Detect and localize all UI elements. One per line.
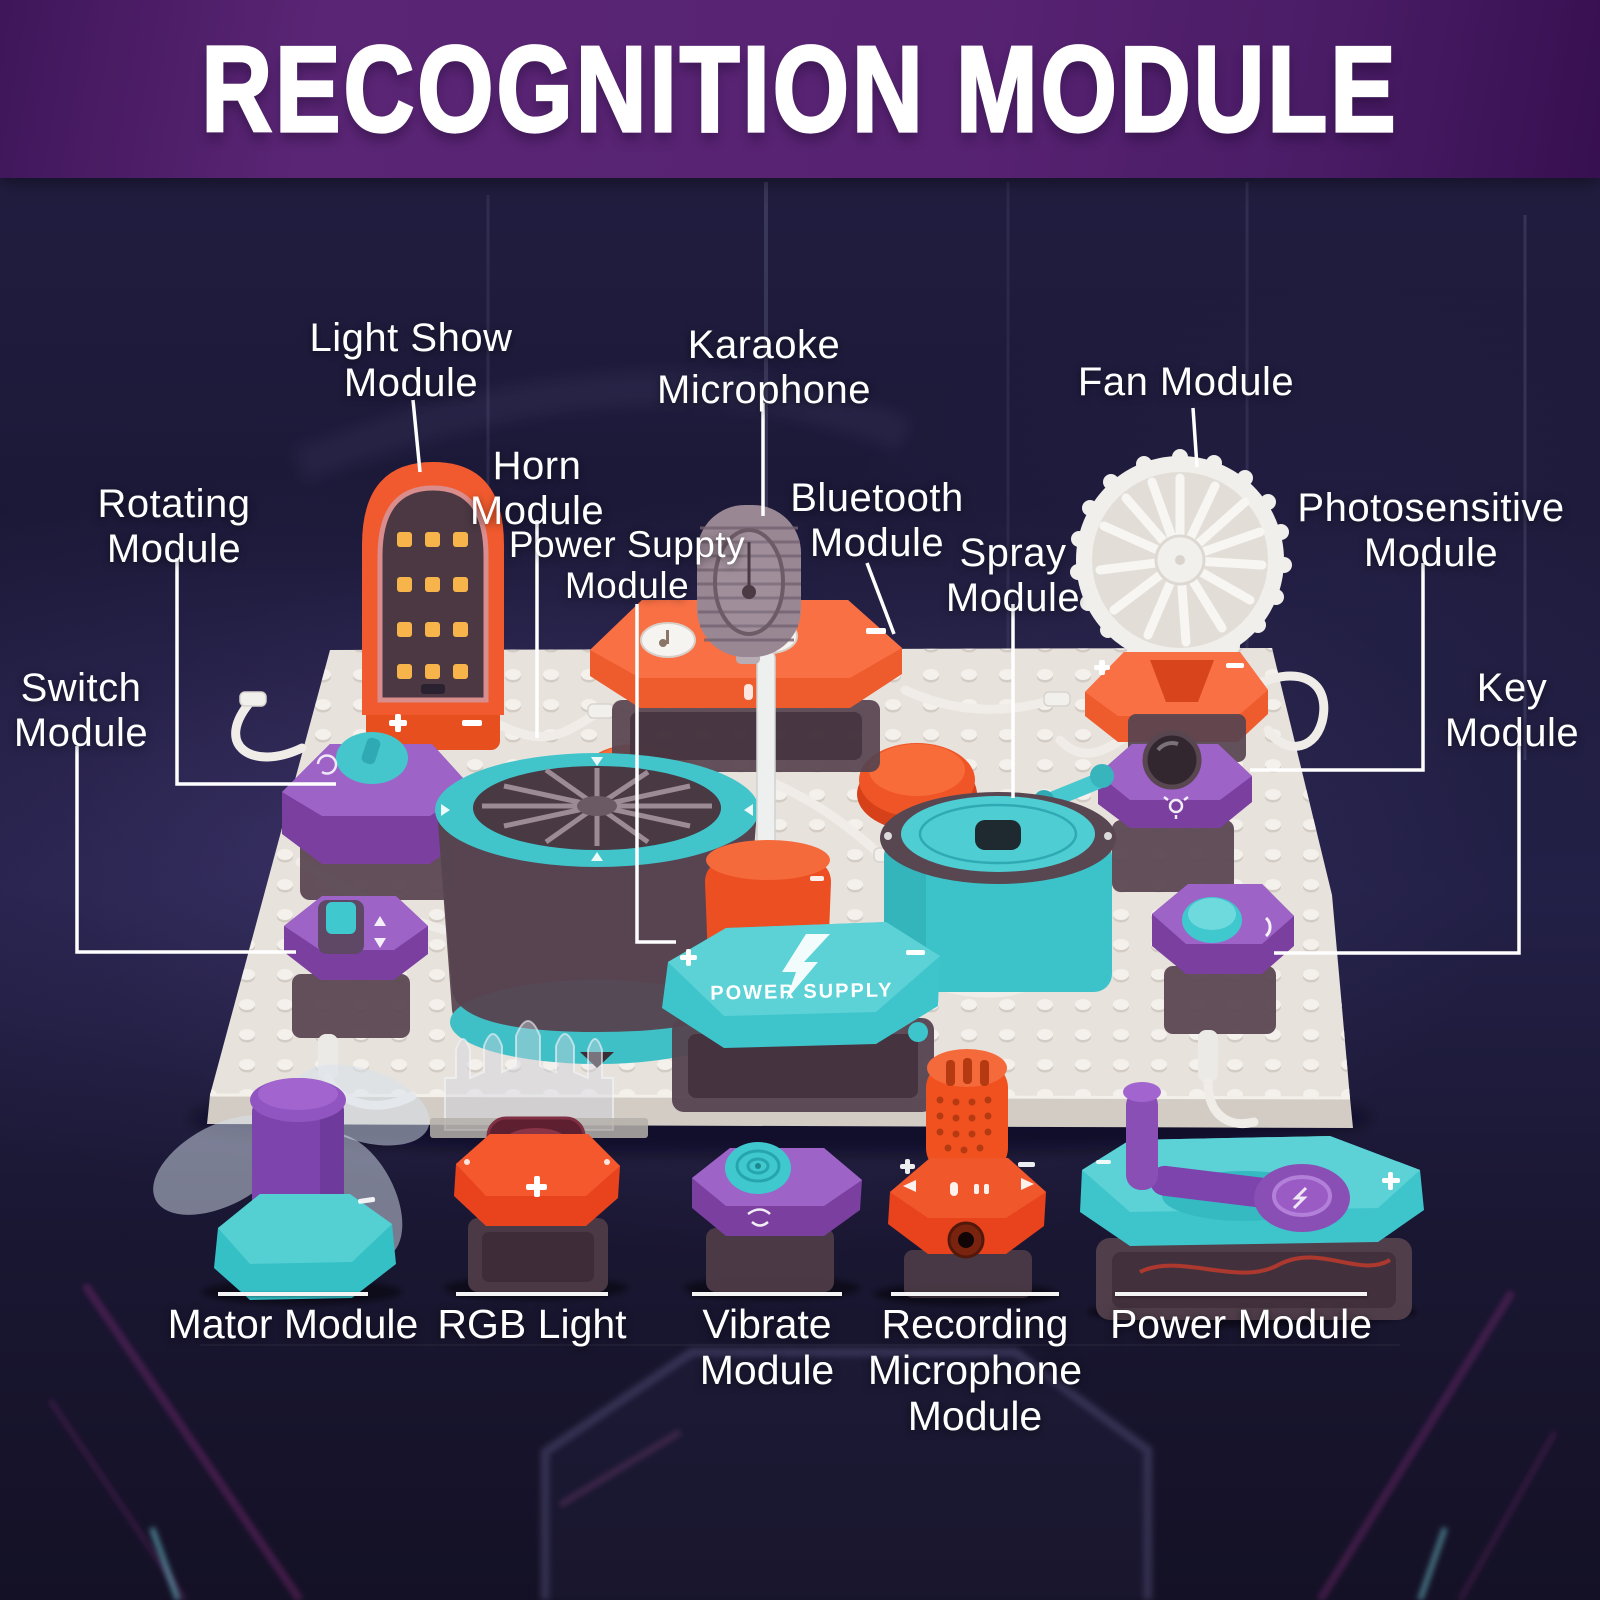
leader-key [1274,745,1521,955]
lightning-icon [782,934,830,1000]
module-photosensitive [1098,730,1252,892]
module-rotating [282,732,472,900]
mic-head [697,505,801,657]
callout-switch-module: Switch Module [13,666,149,755]
divider-recording [891,1292,1059,1296]
power-supply-print: POWER SUPPLY [710,979,894,1004]
module-mator [153,1064,430,1300]
label-vibrate-module: Vibrate Module [699,1301,835,1393]
module-power [1080,1082,1424,1320]
mic-glyph [744,684,753,700]
label-rgb-light: RGB Light [437,1301,627,1347]
crank-handle [1123,1082,1350,1232]
callout-karaoke-microphone: Karaoke Microphone [656,323,872,412]
ring-ticks [441,757,753,861]
bulb-glyph [1163,796,1189,819]
module-recording-microphone [888,1049,1046,1298]
module-power-supply: POWER SUPPLY [662,922,940,1112]
leader-switch [75,746,296,954]
leader-light-show [411,399,422,473]
fan-disc [1070,449,1292,667]
plus-mark [1382,1172,1400,1190]
module-fan [1070,449,1292,762]
callout-rotating-module: Rotating Module [97,482,251,571]
leader-rotating [175,558,336,786]
arrow-marks [374,916,386,948]
label-recording-microphone-module: Recording Microphone Module [867,1301,1083,1439]
divider-mator [218,1292,368,1296]
module-spray [880,764,1116,992]
callout-bluetooth-module: Bluetooth Module [790,476,964,565]
minus-mark [906,950,925,955]
light-sensor-dome [1142,730,1202,790]
leader-power-suppty [635,604,676,944]
callout-key-module: Key Module [1444,666,1580,755]
label-mator-module: Mator Module [167,1301,419,1347]
leader-bluetooth [865,562,896,635]
plus-mark [389,714,407,732]
callout-fan-module: Fan Module [1077,360,1295,404]
minus-mark [1096,1160,1111,1164]
module-rgb-light [454,1116,620,1292]
plus-mark [526,1176,547,1197]
callout-spray-module: Spray Module [945,531,1081,620]
callout-photosensitive-module: Photosensitive Module [1297,486,1565,575]
page-title: RECOGNITION MODULE [200,19,1399,159]
leader-photosensitive [1250,563,1425,772]
module-key [1152,884,1294,1129]
label-power-module: Power Module [1109,1301,1373,1347]
leader-lines [75,399,1521,955]
leader-fan [1191,407,1199,468]
panel-marks [900,1159,1035,1196]
module-light-show [362,462,504,750]
title-banner: RECOGNITION MODULE [0,0,1600,178]
divider-vibrate [692,1292,842,1296]
switch-slider [326,902,356,934]
spray-nozzle [975,820,1021,850]
divider-rgb-light [456,1292,608,1296]
callout-power-suppty-module: Power Suppty Module [508,524,746,607]
vibration-glyph [747,1208,771,1227]
minus-mark [866,628,886,634]
plus-mark [680,949,697,966]
minus-mark [1226,663,1244,668]
minus-mark [462,720,482,726]
plus-mark [1094,660,1110,675]
divider-power [1115,1292,1367,1296]
callout-horn-module: Horn Module [469,444,605,533]
callout-light-show-module: Light Show Module [309,316,513,405]
module-vibrate [692,1142,862,1292]
